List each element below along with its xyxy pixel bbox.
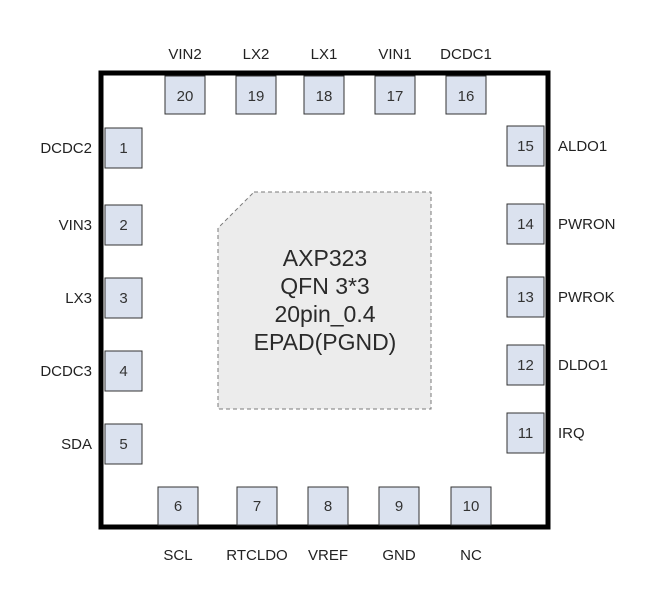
pin-number-12: 12 <box>517 357 534 374</box>
pin-pad-14 <box>506 203 545 245</box>
pin-label-3: LX3 <box>65 290 92 307</box>
pin-label-14: PWRON <box>558 216 616 233</box>
pin-number-13: 13 <box>517 289 534 306</box>
chip-epad-info: EPAD(PGND) <box>254 329 397 355</box>
pin-number-15: 15 <box>517 138 534 155</box>
pin-pad-2 <box>104 204 143 246</box>
pin-pad-20 <box>164 75 206 115</box>
pin-label-1: DCDC2 <box>40 140 92 157</box>
pin-label-16: DCDC1 <box>440 46 492 63</box>
package-outline <box>98 70 551 530</box>
exposed-pad <box>217 191 432 410</box>
pin-pad-10 <box>450 486 492 526</box>
pin-number-8: 8 <box>324 498 332 515</box>
chip-pin-info: 20pin_0.4 <box>274 301 375 327</box>
pin-pad-11 <box>506 412 545 454</box>
pin-label-4: DCDC3 <box>40 363 92 380</box>
pin-pad-7 <box>236 486 278 526</box>
pin-number-16: 16 <box>458 88 475 105</box>
pin-number-11: 11 <box>518 425 534 442</box>
pin-label-13: PWROK <box>558 289 615 306</box>
pin-number-19: 19 <box>248 88 265 105</box>
pin-pad-17 <box>374 75 416 115</box>
pin-label-8: VREF <box>308 547 348 564</box>
pin-pad-15 <box>506 125 545 167</box>
pin-pad-4 <box>104 350 143 392</box>
chip-package: QFN 3*3 <box>280 273 369 299</box>
pin-number-10: 10 <box>463 498 480 515</box>
pin-label-17: VIN1 <box>378 46 411 63</box>
pin-number-18: 18 <box>316 88 333 105</box>
pin-pad-9 <box>378 486 420 526</box>
pin-number-2: 2 <box>119 217 127 234</box>
pin-label-9: GND <box>382 547 416 564</box>
pin-number-4: 4 <box>119 363 127 380</box>
pin-label-6: SCL <box>163 547 192 564</box>
pin-number-6: 6 <box>174 498 182 515</box>
pin-number-20: 20 <box>177 88 194 105</box>
pin-pad-8 <box>307 486 349 526</box>
pin-label-10: NC <box>460 547 482 564</box>
chip-name: AXP323 <box>283 245 367 271</box>
pin-number-5: 5 <box>119 436 127 453</box>
pin-label-5: SDA <box>61 436 92 453</box>
pin-label-11: IRQ <box>558 425 585 442</box>
pin-pad-16 <box>445 75 487 115</box>
pin-label-2: VIN3 <box>59 217 92 234</box>
pin-label-12: DLDO1 <box>558 357 608 374</box>
pin-label-7: RTCLDO <box>226 547 287 564</box>
pin-pad-12 <box>506 344 545 386</box>
pin-pad-3 <box>104 277 143 319</box>
pin-number-14: 14 <box>517 216 534 233</box>
pin-label-15: ALDO1 <box>558 138 607 155</box>
pin-pad-13 <box>506 276 545 318</box>
pin-pad-5 <box>104 423 143 465</box>
pin-pad-1 <box>104 127 143 169</box>
pin-number-3: 3 <box>119 290 127 307</box>
pin-number-7: 7 <box>253 498 261 515</box>
pin-number-1: 1 <box>119 140 127 157</box>
pin-number-9: 9 <box>395 498 403 515</box>
pin-label-19: LX2 <box>243 46 270 63</box>
pin-label-20: VIN2 <box>168 46 201 63</box>
pin-label-18: LX1 <box>311 46 338 63</box>
pin-number-17: 17 <box>387 88 404 105</box>
pin-pad-18 <box>303 75 345 115</box>
pin-pad-6 <box>157 486 199 526</box>
pin-pad-19 <box>235 75 277 115</box>
